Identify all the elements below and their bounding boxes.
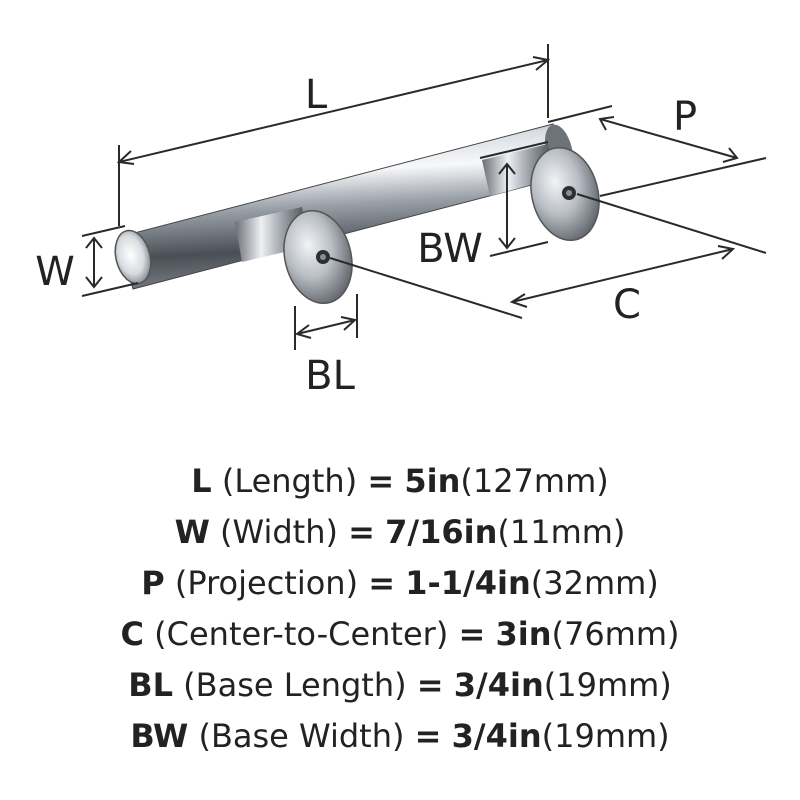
- label-BW: BW: [417, 226, 483, 272]
- spec-imperial: 3in: [495, 615, 552, 653]
- bar-left-end-cap: [114, 229, 152, 285]
- spec-row-center-to-center: C (Center-to-Center) = 3in(76mm): [0, 609, 800, 660]
- spec-metric: (76mm): [551, 615, 680, 653]
- spec-metric: (11mm): [497, 513, 626, 551]
- label-W: W: [35, 249, 75, 295]
- label-BL: BL: [305, 353, 355, 399]
- spec-row-length: L (Length) = 5in(127mm): [0, 456, 800, 507]
- label-L: L: [305, 72, 328, 118]
- spec-equals: =: [414, 717, 442, 755]
- spec-metric: (32mm): [530, 564, 659, 602]
- spec-name: (Width): [220, 513, 338, 551]
- spec-imperial: 1-1/4in: [405, 564, 531, 602]
- spec-metric: (19mm): [543, 666, 672, 704]
- spec-code: BL: [128, 666, 173, 704]
- label-P: P: [673, 94, 697, 140]
- dimension-diagram: L W P BW C BL: [35, 44, 767, 399]
- spec-metric: (127mm): [460, 462, 609, 500]
- spec-equals: =: [368, 564, 396, 602]
- dimension-lines: [81, 44, 767, 350]
- spec-imperial: 3/4in: [451, 717, 542, 755]
- dimension-specs-list: L (Length) = 5in(127mm) W (Width) = 7/16…: [0, 456, 800, 762]
- spec-metric: (19mm): [541, 717, 670, 755]
- spec-name: (Base Width): [198, 717, 405, 755]
- spec-imperial: 3/4in: [453, 666, 544, 704]
- spec-code: L: [191, 462, 212, 500]
- spec-row-base-width: BW (Base Width) = 3/4in(19mm): [0, 711, 800, 762]
- spec-imperial: 7/16in: [385, 513, 498, 551]
- spec-code: BW: [130, 717, 189, 755]
- spec-equals: =: [458, 615, 486, 653]
- spec-equals: =: [416, 666, 444, 704]
- spec-name: (Center-to-Center): [154, 615, 449, 653]
- bar-pull-illustration: [114, 123, 600, 305]
- spec-imperial: 5in: [404, 462, 461, 500]
- spec-row-width: W (Width) = 7/16in(11mm): [0, 507, 800, 558]
- spec-name: (Length): [221, 462, 358, 500]
- spec-name: (Base Length): [183, 666, 407, 704]
- spec-row-projection: P (Projection) = 1-1/4in(32mm): [0, 558, 800, 609]
- spec-name: (Projection): [174, 564, 359, 602]
- label-C: C: [613, 282, 641, 328]
- spec-code: C: [120, 615, 144, 653]
- spec-code: W: [174, 513, 210, 551]
- spec-row-base-length: BL (Base Length) = 3/4in(19mm): [0, 660, 800, 711]
- spec-equals: =: [367, 462, 395, 500]
- spec-equals: =: [348, 513, 375, 551]
- spec-code: P: [141, 564, 165, 602]
